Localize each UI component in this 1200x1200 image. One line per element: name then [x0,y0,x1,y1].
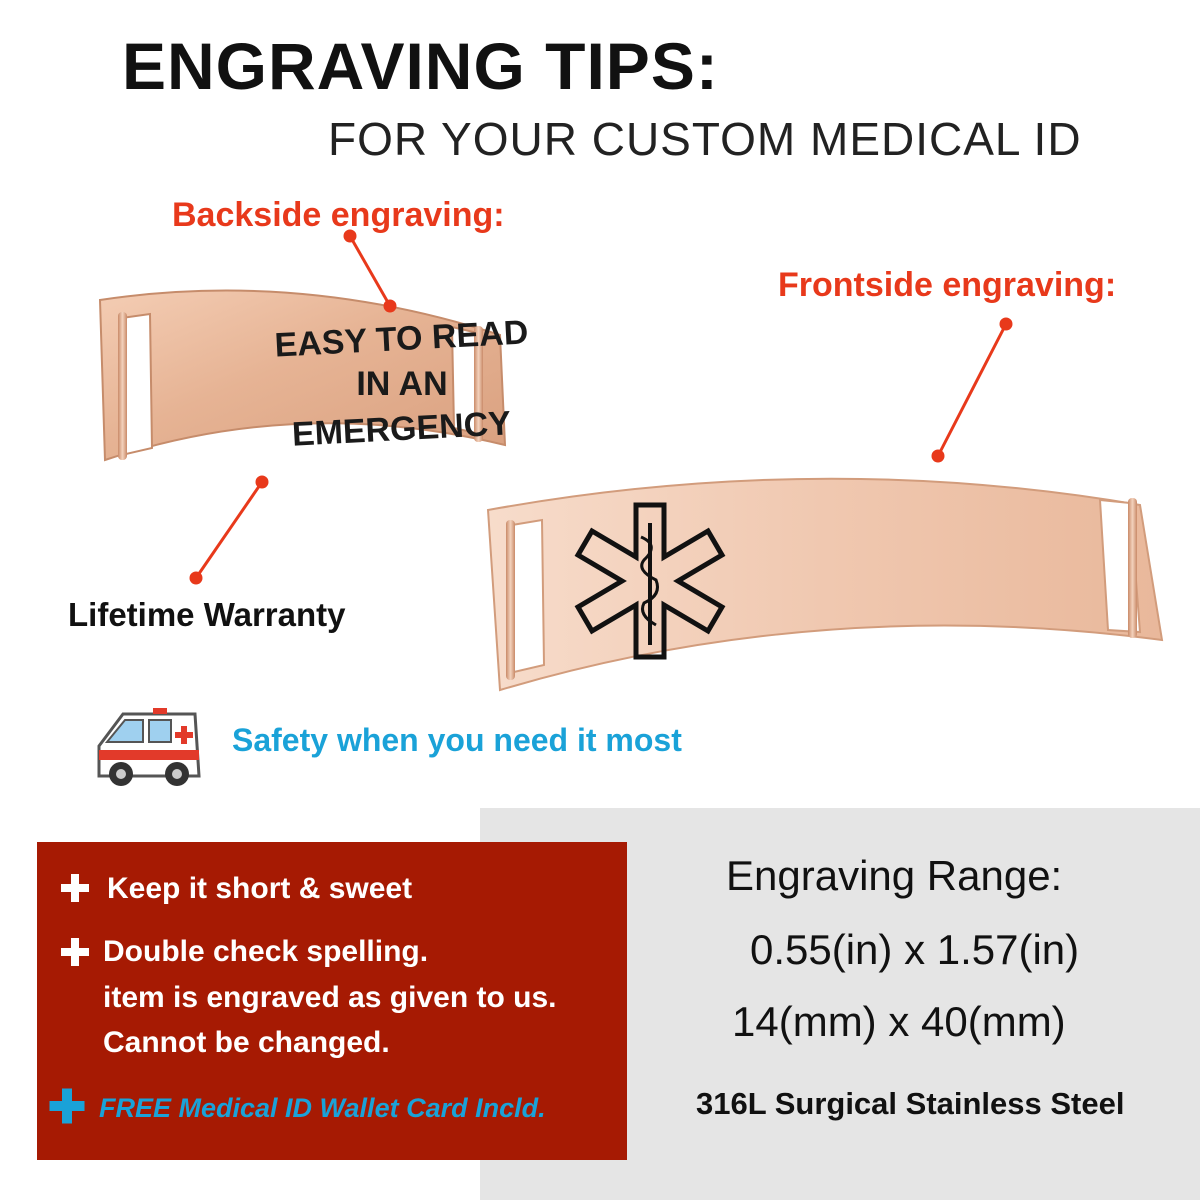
tips-panel: Keep it short & sweet Double check spell… [37,842,627,1160]
callout-lines [189,229,1013,585]
tip-cannot-change: Cannot be changed. [103,1026,390,1059]
plus-icon [61,874,89,902]
plus-icon [61,938,89,966]
back-tag-line-2: IN AN [356,365,447,403]
tip-double-check: Double check spelling. [103,935,429,968]
material-label: 316L Surgical Stainless Steel [696,1086,1125,1121]
engraving-range-mm: 14(mm) x 40(mm) [732,998,1066,1045]
star-of-life-icon [574,502,726,660]
free-wallet-card: FREE Medical ID Wallet Card Incld. [99,1093,546,1123]
safety-tagline: Safety when you need it most [232,722,682,758]
back-tag: EASY TO READ IN AN EMERGENCY [98,289,529,462]
plus-icon [49,1088,85,1124]
tip-keep-short: Keep it short & sweet [107,872,413,905]
engraving-range-label: Engraving Range: [726,852,1063,899]
tip-engraved-as-given: item is engraved as given to us. [103,981,557,1014]
frontside-engraving-label: Frontside engraving: [778,266,1117,304]
lifetime-warranty-label: Lifetime Warranty [68,596,346,633]
product-illustration: EASY TO READ IN AN EMERGENCY [97,229,1164,786]
front-tag [486,477,1164,692]
backside-engraving-label: Backside engraving: [172,196,505,234]
page-subtitle: FOR YOUR CUSTOM MEDICAL ID [328,113,1082,165]
page-title: ENGRAVING TIPS: [122,29,719,103]
engraving-range-inches: 0.55(in) x 1.57(in) [750,926,1080,973]
ambulance-icon [97,708,201,786]
